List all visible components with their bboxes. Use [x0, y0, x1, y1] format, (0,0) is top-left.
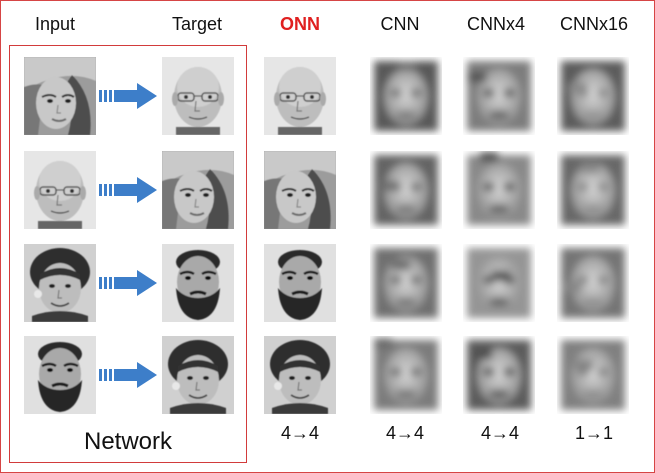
face-cnnx4-row-3 [463, 244, 535, 322]
header-target: Target [171, 14, 223, 34]
face-target-row-4 [162, 336, 234, 414]
network-box [9, 45, 247, 463]
face-onn-row-4 [264, 336, 336, 414]
ratio-cnnx4: 4→4 [480, 423, 520, 443]
arrow-right-icon [97, 81, 159, 111]
ratio-cnn: 4→4 [385, 423, 425, 443]
header-cnn: CNN [380, 14, 420, 34]
face-onn-row-3 [264, 244, 336, 322]
face-cnnx4-row-2 [463, 151, 535, 229]
face-target-row-2 [162, 151, 234, 229]
face-cnnx16-row-2 [557, 151, 629, 229]
face-cnn-row-2 [370, 151, 442, 229]
arrow-right-icon [97, 360, 159, 390]
face-onn-row-1 [264, 57, 336, 135]
arrow-right-icon [97, 268, 159, 298]
face-input-row-1 [24, 57, 96, 135]
header-cnnx4: CNNx4 [466, 14, 526, 34]
ratio-cnnx16: 1→1 [574, 423, 614, 443]
face-cnn-row-3 [370, 244, 442, 322]
face-input-row-3 [24, 244, 96, 322]
face-input-row-4 [24, 336, 96, 414]
face-target-row-1 [162, 57, 234, 135]
header-onn: ONN [280, 14, 320, 34]
face-onn-row-2 [264, 151, 336, 229]
arrow-right-icon [97, 175, 159, 205]
face-cnnx16-row-1 [557, 57, 629, 135]
face-cnnx4-row-4 [463, 336, 535, 414]
face-cnnx4-row-1 [463, 57, 535, 135]
network-label: Network [83, 428, 173, 455]
header-input: Input [34, 14, 76, 34]
face-target-row-3 [162, 244, 234, 322]
face-cnnx16-row-4 [557, 336, 629, 414]
face-input-row-2 [24, 151, 96, 229]
header-cnnx16: CNNx16 [559, 14, 629, 34]
ratio-onn: 4→4 [280, 423, 320, 443]
face-cnnx16-row-3 [557, 244, 629, 322]
face-cnn-row-4 [370, 336, 442, 414]
face-cnn-row-1 [370, 57, 442, 135]
